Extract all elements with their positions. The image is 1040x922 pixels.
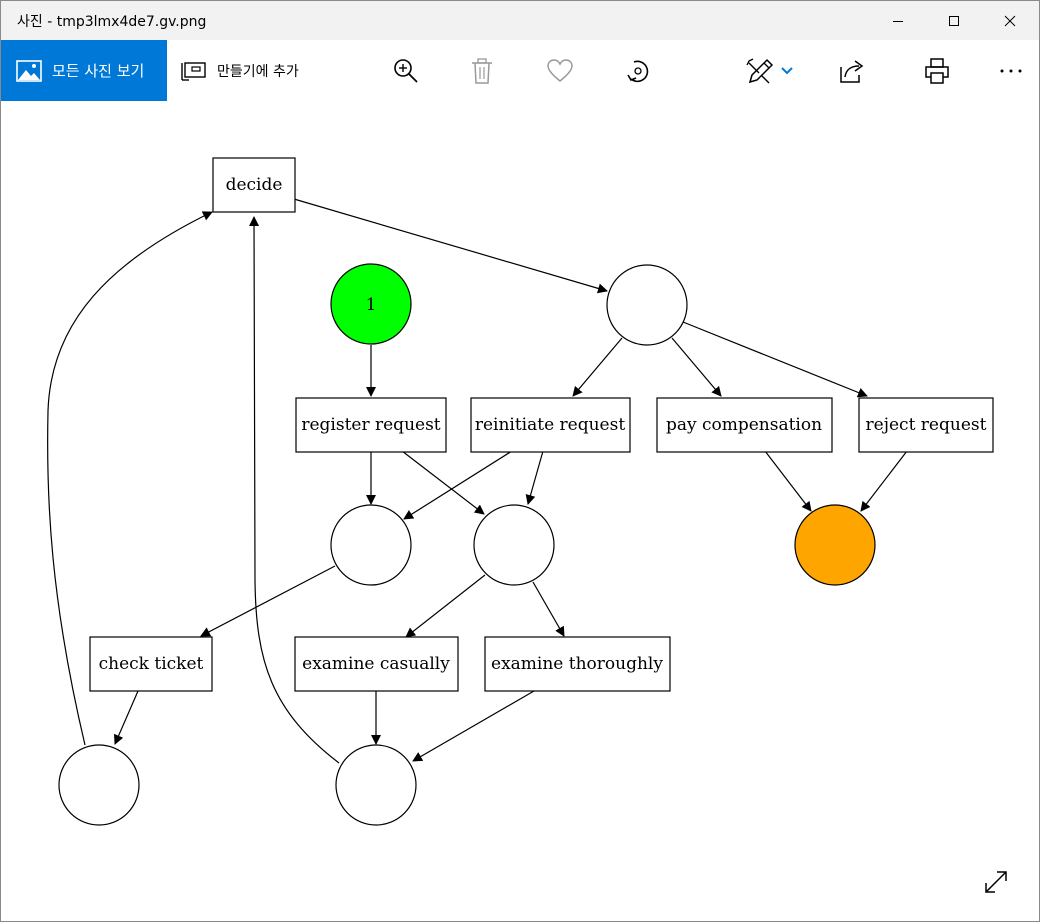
check-ticket-label: check ticket [99, 654, 204, 674]
rotate-button[interactable] [618, 40, 658, 101]
edge-reject-to-end [860, 450, 908, 512]
graph-transitions [89, 157, 994, 692]
start-place [330, 263, 412, 345]
see-all-photos-label: 모든 사진 보기 [52, 62, 145, 80]
more-icon [1000, 69, 1022, 72]
print-icon [925, 57, 949, 84]
start-token-count: 1 [366, 295, 377, 315]
graph-places [58, 263, 876, 826]
image-canvas: 1 decide register request reinitiate req… [1, 101, 1039, 921]
place-after-examine [335, 744, 417, 826]
examine-thoroughly-label: examine thoroughly [491, 654, 663, 674]
edge-choice-to-reinitiate [572, 337, 623, 397]
add-to-creation-label: 만들기에 추가 [217, 63, 299, 80]
delete-icon [472, 57, 492, 84]
register-request-box [295, 397, 447, 453]
edit-create-icon [746, 57, 774, 83]
edge-p4-to-decide [47, 211, 213, 746]
examine-thoroughly-box [484, 636, 671, 692]
see-all-photos-button[interactable]: 모든 사진 보기 [1, 40, 167, 101]
edge-decide-to-choice [293, 198, 608, 294]
place-after-register [330, 504, 412, 586]
edge-register-to-p2 [401, 450, 485, 515]
title-bar: 사진 - tmp3lmx4de7.gv.png [1, 1, 1039, 40]
fullscreen-button[interactable] [981, 867, 1011, 897]
examine-casually-box [294, 636, 459, 692]
edge-pay-to-end [764, 450, 812, 512]
maximize-icon [949, 15, 959, 26]
toolbar: 모든 사진 보기 만들기에 추가 [1, 40, 1039, 101]
edge-reinitiate-to-p1 [403, 450, 513, 520]
graph-edges [47, 198, 908, 764]
share-button[interactable] [831, 40, 871, 101]
edge-thorough-to-p3 [412, 690, 535, 762]
process-graph-image: 1 decide register request reinitiate req… [47, 157, 994, 826]
examine-casually-label: examine casually [302, 654, 450, 674]
register-request-label: register request [301, 415, 440, 435]
window-title: 사진 - tmp3lmx4de7.gv.png [17, 14, 207, 30]
add-to-creation-icon [181, 61, 206, 81]
favorite-icon [547, 58, 573, 82]
place-examine-choice [473, 504, 555, 586]
pay-compensation-label: pay compensation [666, 415, 822, 435]
close-button[interactable] [987, 1, 1033, 40]
edge-choice-to-reject [682, 321, 868, 398]
reject-request-box [858, 397, 994, 453]
decide-label: decide [226, 175, 283, 195]
edge-p2-to-thorough [532, 581, 565, 637]
delete-button[interactable] [462, 40, 502, 101]
decide-box [212, 157, 296, 213]
choice-place [606, 264, 688, 346]
more-options-button[interactable] [991, 40, 1031, 101]
favorite-button[interactable] [540, 40, 580, 101]
pay-compensation-box [656, 397, 833, 453]
expand-icon [985, 871, 1007, 893]
place-after-check [58, 744, 140, 826]
edge-p3-to-decide [249, 216, 340, 764]
zoom-in-icon [394, 58, 418, 83]
edge-p1-to-check [200, 565, 336, 637]
share-icon [840, 59, 864, 83]
minimize-button[interactable] [875, 1, 921, 40]
close-icon [1004, 15, 1016, 26]
chevron-down-icon [781, 66, 793, 74]
edge-check-to-p4 [113, 690, 139, 745]
maximize-button[interactable] [931, 1, 977, 40]
reject-request-label: reject request [866, 415, 987, 435]
reinitiate-request-label: reinitiate request [475, 415, 626, 435]
edge-reinitiate-to-p2 [525, 450, 544, 505]
edge-p2-to-casual [405, 574, 486, 638]
zoom-button[interactable] [386, 40, 426, 101]
add-to-creation-button[interactable]: 만들기에 추가 [181, 40, 299, 101]
rotate-icon [627, 60, 649, 82]
print-button[interactable] [917, 40, 957, 101]
edit-create-button[interactable] [739, 40, 799, 101]
reinitiate-request-box [470, 397, 631, 453]
photo-icon [16, 59, 42, 82]
graph-labels: decide register request reinitiate reque… [99, 175, 987, 674]
edge-choice-to-pay [671, 337, 722, 397]
minimize-icon [893, 20, 903, 22]
check-ticket-box [89, 636, 213, 692]
end-place [794, 504, 876, 586]
